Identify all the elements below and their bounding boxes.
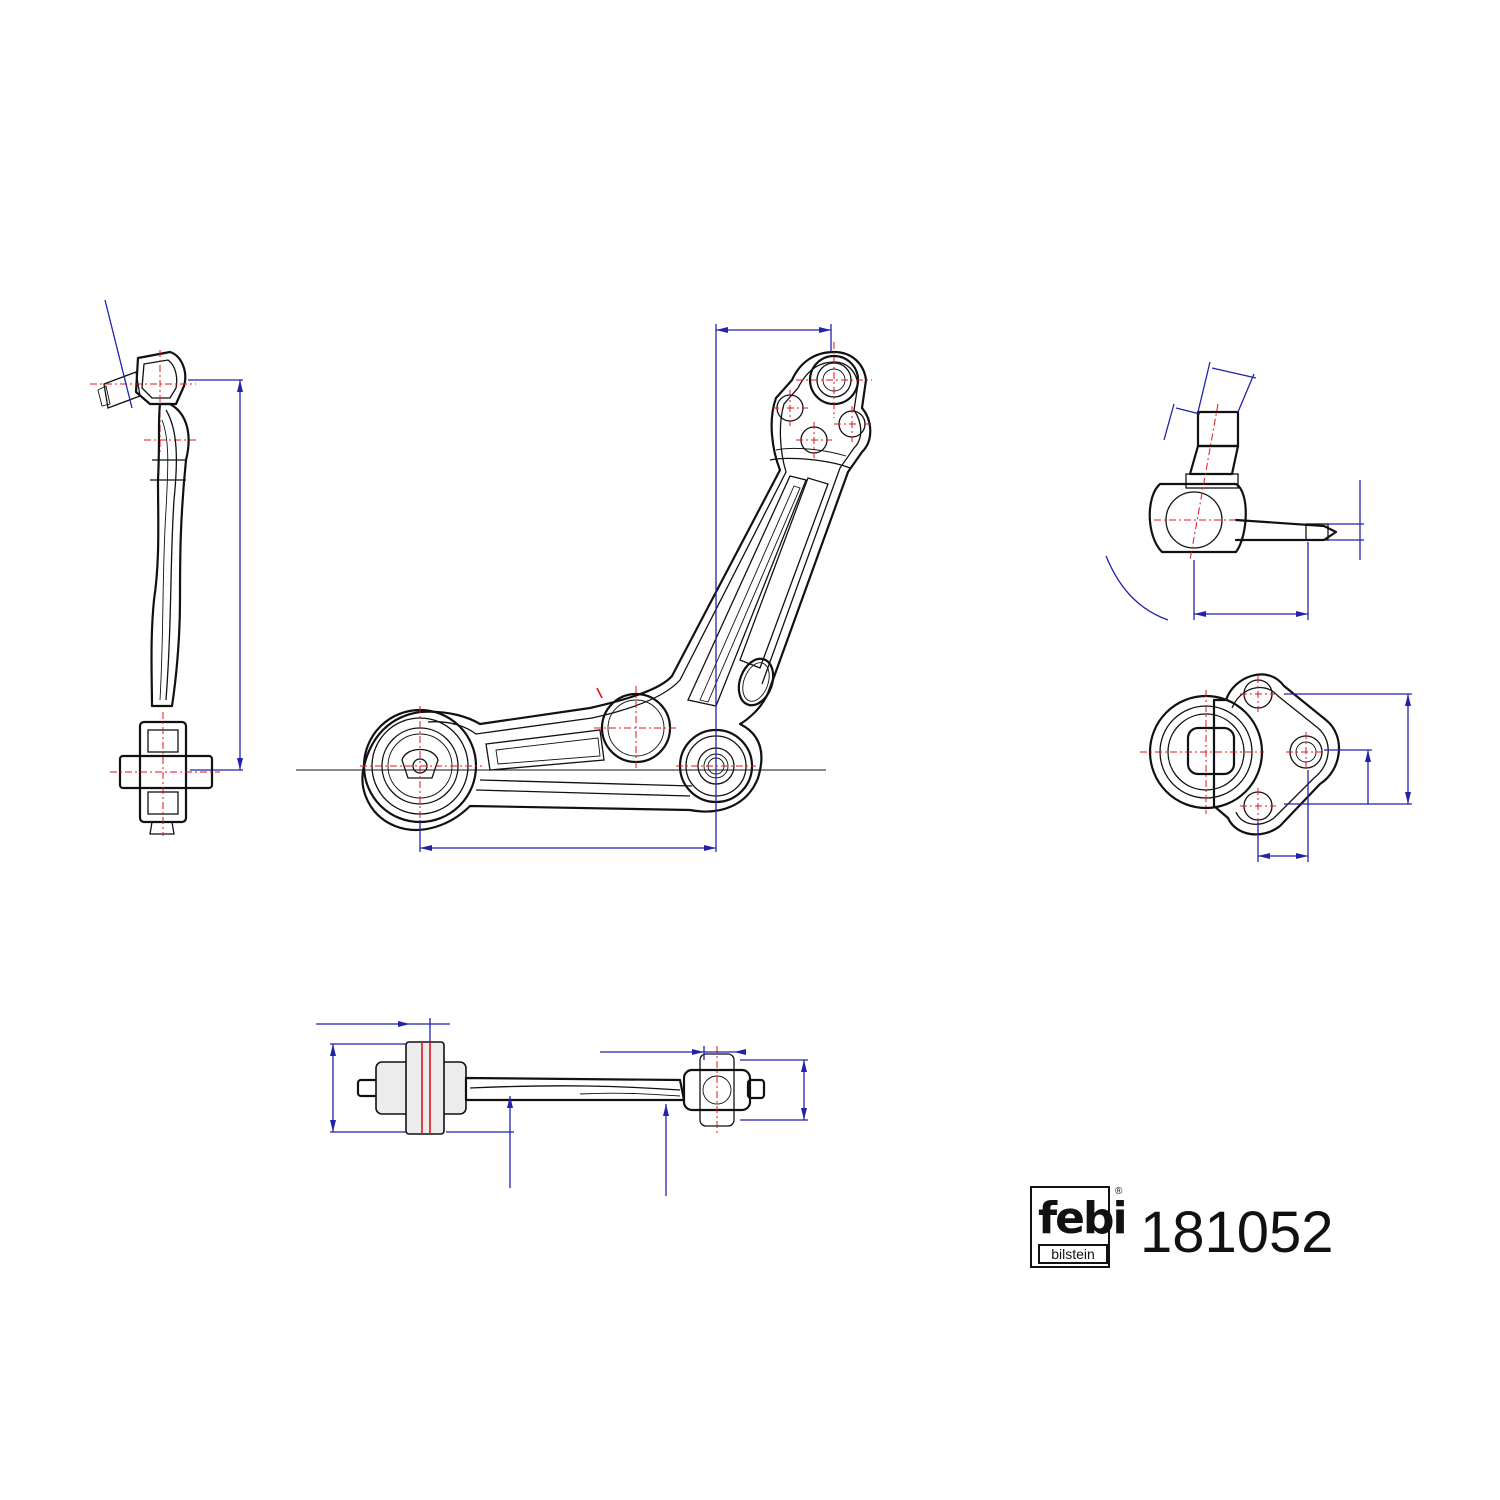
lightening-slot <box>737 657 775 707</box>
bj-flange-plate <box>1212 673 1340 836</box>
bottom-view-bushings <box>316 1018 808 1196</box>
logo-subtext: bilstein <box>1038 1244 1108 1264</box>
bj-stud-taper <box>1188 444 1240 476</box>
febi-bilstein-logo: febi bilstein ® <box>1030 1186 1128 1272</box>
registered-symbol: ® <box>1115 1186 1123 1197</box>
logo-mark: febi <box>1038 1193 1128 1244</box>
bj-shank <box>1234 518 1338 542</box>
bj-flange-stud <box>1186 726 1236 776</box>
arm-outline <box>361 350 872 831</box>
part-number: 181052 <box>1140 1200 1334 1265</box>
ball-joint-flange-view <box>1140 673 1412 862</box>
bottom-arm-body <box>464 1076 686 1102</box>
bj-stud-top <box>1196 410 1240 448</box>
side-arm-body <box>150 402 190 708</box>
side-view-left <box>90 299 243 836</box>
strut-inner <box>687 475 807 707</box>
strut-lower <box>485 729 605 771</box>
arm-inner-outline <box>427 361 862 735</box>
ball-joint-side-view <box>1105 361 1364 621</box>
logo-frame: febi bilstein <box>1030 1186 1128 1268</box>
front-view-main <box>296 324 872 852</box>
bj-housing <box>1148 482 1247 554</box>
strut-outer <box>739 477 829 669</box>
side-ball-joint-stud <box>103 371 141 409</box>
